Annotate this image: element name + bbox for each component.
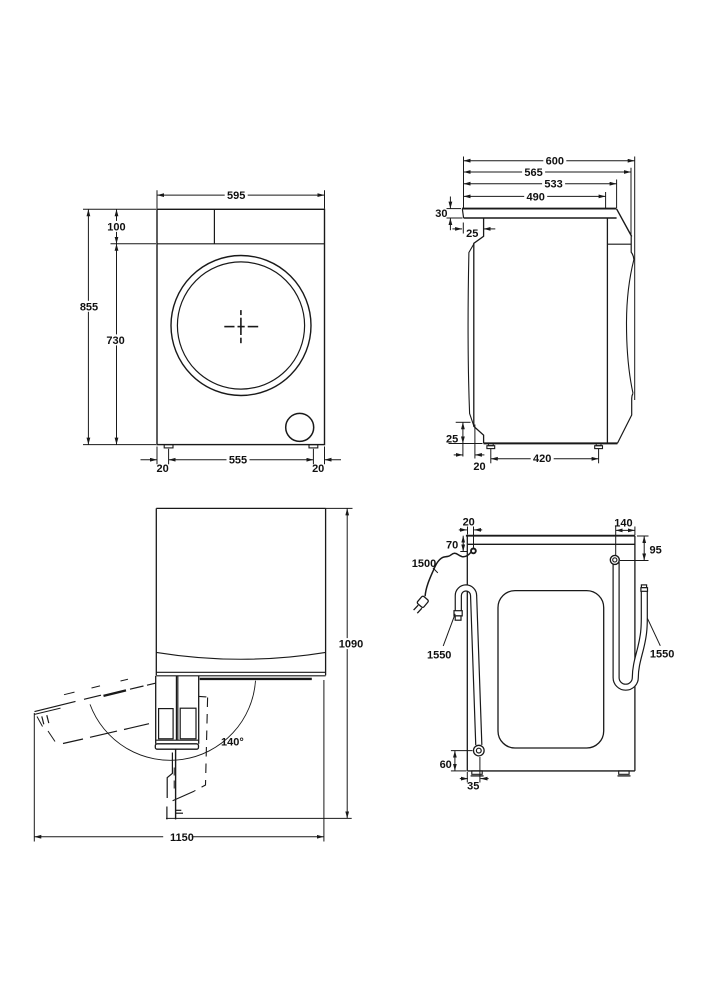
svg-text:20: 20 (463, 516, 475, 528)
svg-text:35: 35 (467, 781, 479, 793)
svg-text:533: 533 (544, 179, 562, 191)
svg-text:420: 420 (533, 453, 551, 465)
svg-text:1550: 1550 (650, 648, 674, 660)
svg-text:490: 490 (527, 191, 545, 203)
svg-text:730: 730 (106, 335, 124, 347)
svg-text:60: 60 (440, 759, 452, 771)
svg-text:20: 20 (156, 463, 168, 475)
svg-text:555: 555 (229, 455, 247, 467)
svg-text:30: 30 (435, 208, 447, 220)
svg-text:1500: 1500 (412, 558, 436, 570)
svg-text:565: 565 (524, 167, 542, 179)
svg-text:20: 20 (312, 463, 324, 475)
svg-text:140: 140 (614, 518, 632, 530)
svg-text:25: 25 (446, 434, 458, 446)
svg-text:140°: 140° (221, 737, 244, 749)
svg-text:595: 595 (227, 190, 245, 202)
svg-text:20: 20 (473, 461, 485, 473)
svg-text:1550: 1550 (427, 650, 451, 662)
svg-text:1150: 1150 (170, 832, 194, 844)
svg-text:100: 100 (107, 221, 125, 233)
svg-text:855: 855 (80, 301, 98, 313)
svg-text:25: 25 (466, 228, 478, 240)
svg-text:70: 70 (446, 539, 458, 551)
svg-text:600: 600 (546, 155, 564, 167)
svg-text:95: 95 (649, 545, 661, 557)
svg-text:1090: 1090 (339, 639, 363, 651)
